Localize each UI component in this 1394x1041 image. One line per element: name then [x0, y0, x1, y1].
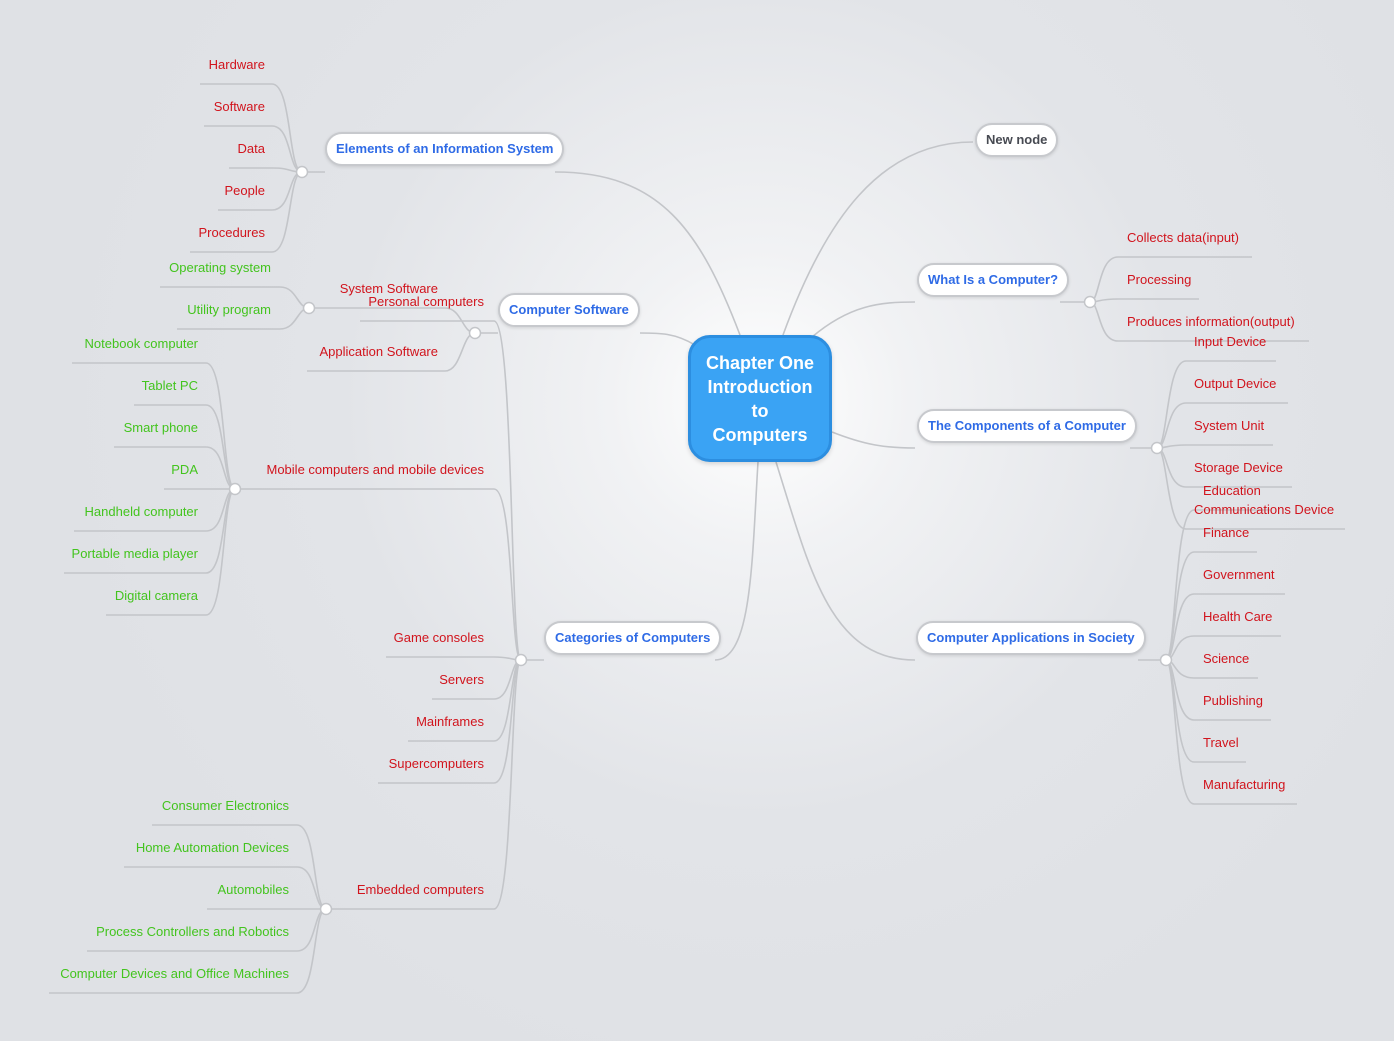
subtopic-supercomputers[interactable]: Supercomputers [388, 756, 484, 771]
leaf-smart-phone[interactable]: Smart phone [123, 420, 198, 435]
knot-elements [295, 165, 309, 179]
knot-applications [1159, 653, 1173, 667]
leaf-portable-media-player[interactable]: Portable media player [71, 546, 198, 561]
subtopic-storage-device[interactable]: Storage Device [1194, 460, 1283, 475]
central-topic[interactable]: Chapter One Introduction to Computers [688, 335, 832, 462]
subtopic-data[interactable]: Data [237, 141, 265, 156]
subtopic-government[interactable]: Government [1203, 567, 1275, 582]
knot-components [1150, 441, 1164, 455]
knot-whatis [1083, 295, 1097, 309]
knot-software [468, 326, 482, 340]
link-center-categories [714, 461, 759, 661]
subtopic-output-device[interactable]: Output Device [1194, 376, 1277, 391]
leaf-handheld-computer[interactable]: Handheld computer [84, 504, 198, 519]
subtopic-travel[interactable]: Travel [1203, 735, 1239, 750]
leaf-automobiles[interactable]: Automobiles [217, 882, 289, 897]
link-center-components [831, 431, 916, 449]
subtopic-processing[interactable]: Processing [1127, 272, 1192, 287]
link-center-elements [554, 171, 741, 336]
subtopic-mobile-computers[interactable]: Mobile computers and mobile devices [266, 462, 485, 477]
link-center-software [639, 332, 696, 346]
subtopic-mainframes[interactable]: Mainframes [416, 714, 484, 729]
topic-categories-of-computers[interactable]: Categories of Computers [544, 621, 722, 655]
leaf-tablet-pc[interactable]: Tablet PC [141, 378, 198, 393]
subtopic-produces-information[interactable]: Produces information(output) [1127, 314, 1295, 329]
subtopic-servers[interactable]: Servers [439, 672, 484, 687]
knot-embedded [319, 902, 333, 916]
subtopic-procedures[interactable]: Procedures [198, 225, 265, 240]
link-center-applications [775, 461, 916, 661]
topic-components-of-a-computer[interactable]: The Components of a Computer [917, 409, 1137, 443]
topic-what-is-a-computer[interactable]: What Is a Computer? [917, 263, 1070, 297]
leaf-home-automation-devices[interactable]: Home Automation Devices [135, 840, 289, 855]
topic-new-node[interactable]: New node [975, 123, 1059, 157]
leaf-notebook-computer[interactable]: Notebook computer [84, 336, 198, 351]
subtopic-hardware[interactable]: Hardware [208, 57, 265, 72]
topic-computer-software[interactable]: Computer Software [498, 293, 640, 327]
leaf-pda[interactable]: PDA [171, 462, 198, 477]
subtopic-communications-device[interactable]: Communications Device [1194, 502, 1335, 517]
knot-mobile [228, 482, 242, 496]
subtopic-collects-data[interactable]: Collects data(input) [1127, 230, 1239, 245]
subtopic-manufacturing[interactable]: Manufacturing [1203, 777, 1286, 792]
topic-elements-of-information-system[interactable]: Elements of an Information System [325, 132, 565, 166]
subtopic-input-device[interactable]: Input Device [1194, 334, 1267, 349]
leaf-consumer-electronics[interactable]: Consumer Electronics [161, 798, 289, 813]
leaf-process-controllers-robotics[interactable]: Process Controllers and Robotics [96, 924, 289, 939]
subtopic-system-software[interactable]: System Software [339, 281, 438, 296]
link-center-newnode [782, 141, 974, 336]
leaf-digital-camera[interactable]: Digital camera [114, 588, 198, 603]
central-topic-line-3: to [751, 400, 769, 421]
link-center-whatis [811, 301, 916, 338]
subtopic-game-consoles[interactable]: Game consoles [393, 630, 484, 645]
subtopic-people[interactable]: People [224, 183, 265, 198]
subtopic-application-software[interactable]: Application Software [319, 344, 438, 359]
leaf-operating-system[interactable]: Operating system [169, 260, 271, 275]
subtopic-science[interactable]: Science [1203, 651, 1250, 666]
subtopic-publishing[interactable]: Publishing [1203, 693, 1263, 708]
subtopic-software[interactable]: Software [213, 99, 265, 114]
leaf-computer-devices-office-machines[interactable]: Computer Devices and Office Machines [60, 966, 289, 981]
subtopic-system-unit[interactable]: System Unit [1194, 418, 1265, 433]
subtopic-health-care[interactable]: Health Care [1203, 609, 1273, 624]
subtopic-education[interactable]: Education [1203, 483, 1261, 498]
subtopic-embedded-computers[interactable]: Embedded computers [356, 882, 484, 897]
central-topic-line-2: Introduction [707, 376, 813, 397]
topic-computer-applications-in-society[interactable]: Computer Applications in Society [916, 621, 1146, 655]
subtopic-finance[interactable]: Finance [1203, 525, 1250, 540]
central-topic-line-1: Chapter One [705, 352, 815, 373]
central-topic-line-4: Computers [712, 424, 808, 445]
subtopic-personal-computers[interactable]: Personal computers [368, 294, 484, 309]
knot-categories [514, 653, 528, 667]
knot-system-software [302, 301, 316, 315]
leaf-utility-program[interactable]: Utility program [187, 302, 271, 317]
